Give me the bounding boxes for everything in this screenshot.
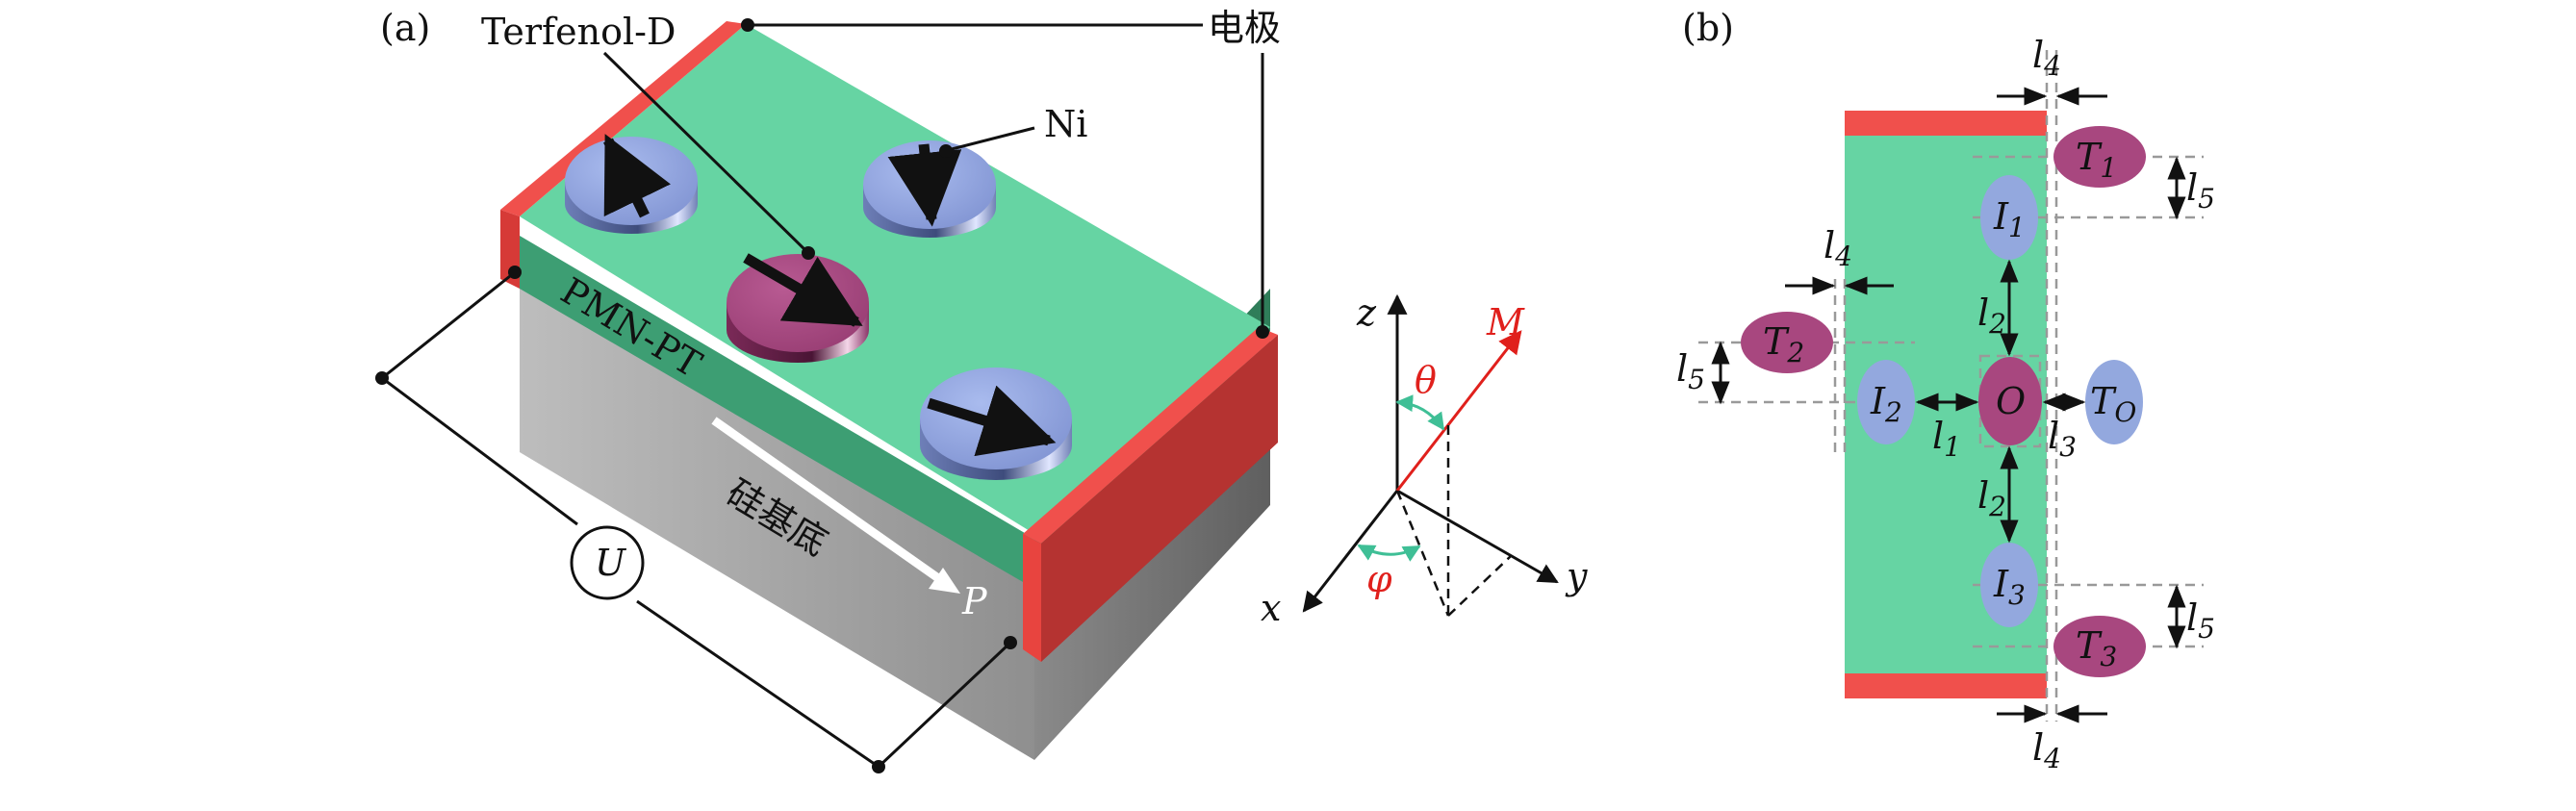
node-t1 xyxy=(2053,126,2146,188)
dim-l4-left-label: l4 xyxy=(1824,224,1852,272)
node-i2 xyxy=(1857,360,1915,444)
dim-l4-top-label: l4 xyxy=(2032,34,2061,82)
node-t3 xyxy=(2053,616,2146,677)
dim-l5-bottom-label: l5 xyxy=(2186,596,2215,645)
ni-label: Ni xyxy=(1044,103,1087,145)
pmnpt-top-face xyxy=(520,24,1270,534)
panel-a: (a) xyxy=(375,7,1588,773)
pmnpt-front-face xyxy=(520,236,1034,589)
dim-l5-top-label: l5 xyxy=(2186,166,2215,215)
ni-disk-2 xyxy=(863,140,996,238)
node-to xyxy=(2085,360,2143,444)
polarization-label: P xyxy=(961,580,988,622)
terfenol-d-label: Terfenol-D xyxy=(481,11,676,53)
node-to-label: TO xyxy=(2090,380,2136,428)
voltage-source-symbol xyxy=(570,525,645,600)
polarization-arrow xyxy=(711,417,951,589)
node-t2-label: T2 xyxy=(1763,320,1804,368)
panel-b: (b) T1 I1 T2 I2 xyxy=(1676,7,2215,774)
m-vector xyxy=(1395,330,1522,492)
voltage-circuit: U xyxy=(375,266,1017,773)
electrode-top xyxy=(1845,111,2047,136)
electrode-left-top xyxy=(500,21,746,216)
y-axis xyxy=(1396,489,1559,584)
coordinate-axes: z x y M θ φ xyxy=(1261,291,1588,629)
voltage-label: U xyxy=(595,542,627,584)
dim-l3-label: l3 xyxy=(2048,415,2077,463)
polarization-arrow-head xyxy=(929,568,960,594)
electrode-leader-dot-right xyxy=(1256,325,1269,339)
m-projection-to-y xyxy=(1447,555,1512,617)
x-axis-label: x xyxy=(1261,587,1281,629)
theta-label: θ xyxy=(1415,359,1437,401)
node-t3-label: T3 xyxy=(2076,624,2117,672)
ni-leader xyxy=(947,126,1035,152)
x-axis xyxy=(1302,490,1399,613)
device-block xyxy=(500,21,1278,760)
node-o-label: O xyxy=(1996,380,2026,422)
node-t2 xyxy=(1741,312,1833,373)
electrode-right-top xyxy=(1023,327,1278,544)
panel-a-tag: (a) xyxy=(380,7,430,49)
m-projection-line xyxy=(1395,490,1450,617)
phi-label: φ xyxy=(1366,558,1392,600)
y-axis-label: y xyxy=(1565,555,1588,597)
phi-arc xyxy=(1357,544,1421,562)
node-i3-label: I3 xyxy=(1993,563,2026,611)
electrode-label: 电极 xyxy=(1208,7,1281,49)
terfenol-d-disk xyxy=(727,253,869,363)
theta-arc xyxy=(1395,394,1445,431)
dim-l1-label: l1 xyxy=(1932,415,1961,463)
electrode-leader-dot-left xyxy=(741,18,754,32)
ni-disk-3 xyxy=(920,367,1072,480)
z-axis-label: z xyxy=(1356,291,1377,334)
ni-disk-1 xyxy=(565,134,698,234)
node-t1-label: T1 xyxy=(2076,136,2117,184)
ni-leader-dot xyxy=(939,144,953,158)
dim-l2-lower-label: l2 xyxy=(1977,474,2006,522)
node-i1-label: I1 xyxy=(1993,195,2026,243)
dim-l5-left-label: l5 xyxy=(1676,347,1705,395)
electrode-bottom xyxy=(1845,673,2047,698)
node-i2-label: I2 xyxy=(1870,380,1902,428)
terfenol-d-leader-dot xyxy=(802,246,815,260)
node-i1 xyxy=(1980,175,2038,260)
electrode-right-side xyxy=(1041,335,1278,662)
m-vector-label: M xyxy=(1486,301,1525,343)
dim-l4-bottom-label: l4 xyxy=(2032,726,2061,774)
dimension-arrows xyxy=(1711,87,2186,723)
electrode-right-front xyxy=(1023,534,1041,662)
terfenol-d-leader xyxy=(602,51,810,255)
node-i3 xyxy=(1980,543,2038,627)
substrate-front-face xyxy=(520,279,1034,760)
panel-b-tag: (b) xyxy=(1682,7,1734,49)
dim-l2-upper-label: l2 xyxy=(1977,291,2006,340)
node-o xyxy=(1978,357,2042,445)
